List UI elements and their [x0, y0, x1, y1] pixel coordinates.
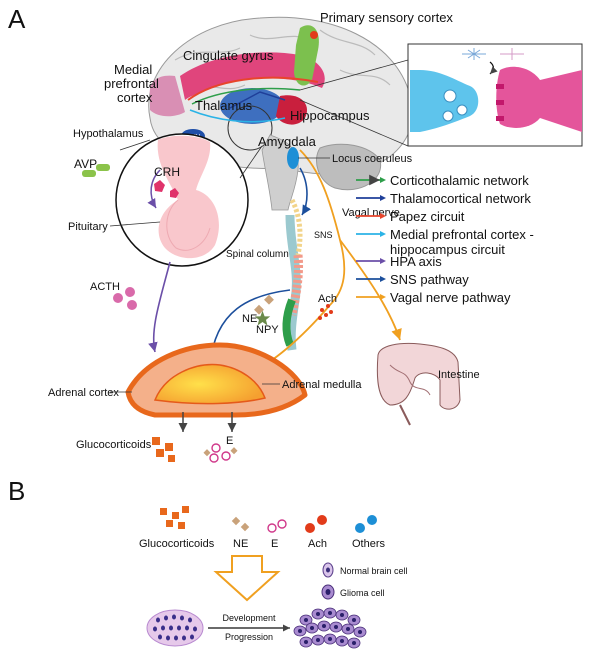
panel-a-letter: A: [8, 4, 26, 34]
label-ach: Ach: [318, 293, 337, 305]
label-locus-coeruleus: Locus coeruleus: [332, 153, 413, 165]
label-glucocorticoids-a: Glucocorticoids: [76, 439, 152, 451]
label-spinal-column: Spinal column: [226, 249, 289, 260]
label-npy: NPY: [256, 324, 279, 336]
label-cingulate-gyrus: Cingulate gyrus: [183, 48, 274, 63]
label-intestine: Intestine: [438, 369, 480, 381]
panel-b-letter: B: [8, 476, 25, 506]
label-e-a: E: [226, 435, 233, 447]
label-glioma-cell: Glioma cell: [340, 588, 385, 598]
pituitary-zoom: [82, 133, 249, 267]
b-legend-ne: NE: [233, 538, 248, 550]
label-thalamus: Thalamus: [195, 98, 253, 113]
spinal-column-illustration: [282, 198, 303, 351]
b-legend-glucocorticoids: Glucocorticoids: [139, 538, 215, 550]
label-adrenal-medulla: Adrenal medulla: [282, 379, 362, 391]
legend-item-vagal: Vagal nerve pathway: [390, 290, 511, 305]
label-pituitary: Pituitary: [68, 221, 108, 233]
legend-item-thalamocortical: Thalamocortical network: [390, 191, 531, 206]
intestine-illustration: [376, 342, 461, 426]
label-acth: ACTH: [90, 281, 120, 293]
label-avp: AVP: [74, 157, 97, 171]
label-amygdala: Amygdala: [258, 134, 317, 149]
hippocampus-region: [276, 95, 308, 125]
legend-item-corticothalamic: Corticothalamic network: [390, 173, 529, 188]
label-development: Development: [222, 613, 276, 623]
medial-prefrontal-region: [149, 75, 185, 117]
b-legend-e: E: [271, 538, 278, 550]
panel-b-legend: Glucocorticoids NE E Ach Others: [139, 506, 386, 550]
label-hippocampus: Hippocampus: [290, 108, 370, 123]
label-medial-3: cortex: [117, 90, 153, 105]
legend-item-mpfc-line2: hippocampus circuit: [390, 242, 505, 257]
brain-illustration: PVN: [148, 16, 414, 211]
label-normal-brain-cell: Normal brain cell: [340, 566, 408, 576]
legend-item-hpa: HPA axis: [390, 254, 442, 269]
label-ne: NE: [242, 313, 257, 325]
label-medial-2: prefrontal: [104, 76, 159, 91]
b-legend-ach: Ach: [308, 538, 327, 550]
primary-sensory-cortex-region: [294, 25, 319, 86]
locus-coeruleus-marker: [287, 147, 299, 169]
label-adrenal-cortex: Adrenal cortex: [48, 387, 119, 399]
label-progression: Progression: [225, 632, 273, 642]
legend-item-sns: SNS pathway: [390, 272, 469, 287]
cingulate-gyrus-region: [180, 52, 325, 100]
legend-item-mpfc-line1: Medial prefrontal cortex -: [390, 227, 534, 242]
legend-item-papez: Papez circuit: [390, 209, 465, 224]
glioma-tissue-cluster: [293, 607, 367, 649]
label-primary-sensory-cortex: Primary sensory cortex: [320, 10, 453, 25]
b-legend-others: Others: [352, 538, 386, 550]
label-medial-1: Medial: [114, 62, 152, 77]
normal-tissue-cluster: [146, 609, 204, 647]
label-sns: SNS: [314, 230, 333, 240]
down-arrow-icon: [213, 555, 281, 602]
synapse-inset: [407, 43, 583, 147]
label-crh: CRH: [154, 165, 180, 179]
pathway-legend: Corticothalamic network Thalamocortical …: [356, 173, 534, 305]
adrenal-gland: [125, 342, 308, 418]
label-hypothalamus: Hypothalamus: [73, 128, 144, 140]
